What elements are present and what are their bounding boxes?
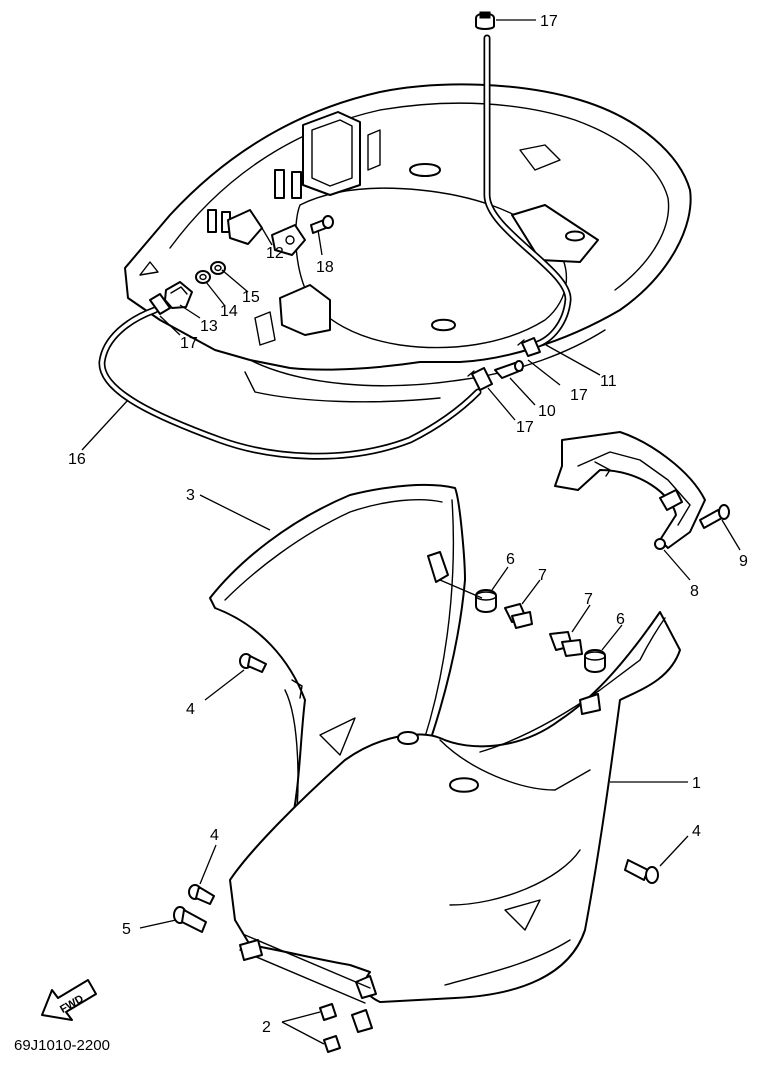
clip-part-17-right — [517, 337, 541, 357]
grommet-part-6-lower — [584, 649, 606, 673]
callout-labels: 17 12 18 15 14 13 17 11 17 10 17 16 3 9 … — [68, 13, 748, 1036]
diagram-code: 69J1010-2200 — [14, 1037, 110, 1054]
callout-17-top: 17 — [540, 13, 558, 30]
callout-4-lower: 4 — [210, 827, 219, 844]
callout-6-upper: 6 — [506, 551, 515, 568]
callout-17-left: 17 — [180, 335, 198, 352]
callout-18: 18 — [316, 259, 334, 276]
clip-part-2-upper — [319, 1003, 337, 1021]
bracket-part-8 — [554, 431, 706, 550]
callout-14: 14 — [220, 303, 238, 320]
callout-10: 10 — [538, 403, 556, 420]
callout-16: 16 — [68, 451, 86, 468]
callout-9: 9 — [739, 553, 748, 570]
bracket-part-12 — [227, 209, 306, 256]
bolt-part-5 — [173, 906, 207, 933]
mounting-shaft — [239, 934, 371, 1004]
grommet-part-6-upper — [475, 589, 497, 613]
clip-part-2-lower — [323, 1035, 341, 1053]
callout-2: 2 — [262, 1019, 271, 1036]
hose-part-16 — [98, 306, 482, 460]
callout-3: 3 — [186, 487, 195, 504]
clip-part-17-bottom — [467, 367, 493, 391]
callout-5: 5 — [122, 921, 131, 938]
callout-7-lower: 7 — [584, 591, 593, 608]
nut-part-14 — [195, 270, 211, 284]
bolt-part-7-lower — [549, 631, 583, 657]
callout-17-right: 17 — [570, 387, 588, 404]
upper-cowling-tray — [124, 83, 692, 403]
bolt-part-18 — [310, 215, 334, 234]
callout-13: 13 — [200, 318, 218, 335]
lower-cowling-part-3 — [209, 483, 466, 933]
callout-1: 1 — [692, 775, 701, 792]
callout-4-upper: 4 — [186, 701, 195, 718]
callout-11: 11 — [600, 373, 617, 390]
lower-cowling-part-1 — [229, 611, 681, 1033]
callout-4-right: 4 — [692, 823, 701, 840]
clip-part-17-top — [475, 11, 495, 30]
hose-part-11 — [483, 34, 572, 349]
callout-7-upper: 7 — [538, 567, 547, 584]
clip-part-17-left — [149, 293, 171, 315]
callout-12: 12 — [266, 245, 284, 262]
callout-6-lower: 6 — [616, 611, 625, 628]
leader-lines — [81, 19, 741, 1045]
callout-8: 8 — [690, 583, 699, 600]
fwd-arrow-icon: FWD — [41, 979, 97, 1021]
bolt-part-9 — [699, 504, 730, 529]
bolt-part-7-upper — [504, 603, 533, 629]
callout-17-bottom: 17 — [516, 419, 534, 436]
bolt-part-4-right — [624, 859, 659, 884]
bolt-part-4-upper — [239, 653, 267, 673]
washer-part-15 — [210, 261, 226, 275]
callout-15: 15 — [242, 289, 260, 306]
joint-part-10 — [494, 360, 524, 379]
bolt-part-4-lower — [188, 884, 215, 905]
